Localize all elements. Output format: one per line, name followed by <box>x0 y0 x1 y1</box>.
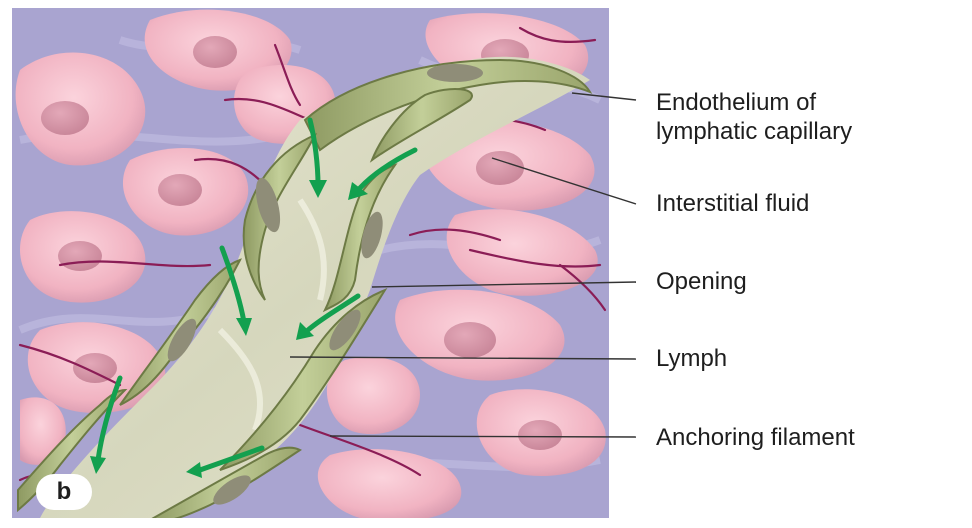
panel-letter: b <box>36 474 92 510</box>
label-interstitial-fluid: Interstitial fluid <box>656 190 810 217</box>
label-anchoring-filament: Anchoring filament <box>656 424 855 451</box>
lymph-flow-arrows <box>95 117 418 473</box>
label-opening: Opening <box>656 268 747 295</box>
leader-line-anchoring <box>329 435 637 438</box>
leader-line-opening <box>371 281 637 288</box>
flow-arrow <box>307 117 321 188</box>
flow-arrow <box>305 293 361 333</box>
flow-arrow <box>95 375 123 463</box>
label-endothelium: Endothelium of lymphatic capillary <box>656 88 852 146</box>
flow-arrow <box>219 245 247 325</box>
leader-line-interstitial <box>491 157 637 205</box>
lymph-lumen <box>40 56 590 518</box>
label-endothelium-line2: lymphatic capillary <box>656 118 853 145</box>
lymph-highlights <box>217 198 327 432</box>
flow-arrowheads <box>90 180 368 478</box>
flow-arrow <box>357 147 418 191</box>
leader-line-lymph <box>289 356 637 360</box>
leader-line-endothelium <box>571 92 637 101</box>
label-lymph: Lymph <box>656 345 728 372</box>
flow-arrow <box>197 445 265 473</box>
leader-lines <box>289 92 637 438</box>
label-endothelium-line1: Endothelium of <box>656 89 817 116</box>
